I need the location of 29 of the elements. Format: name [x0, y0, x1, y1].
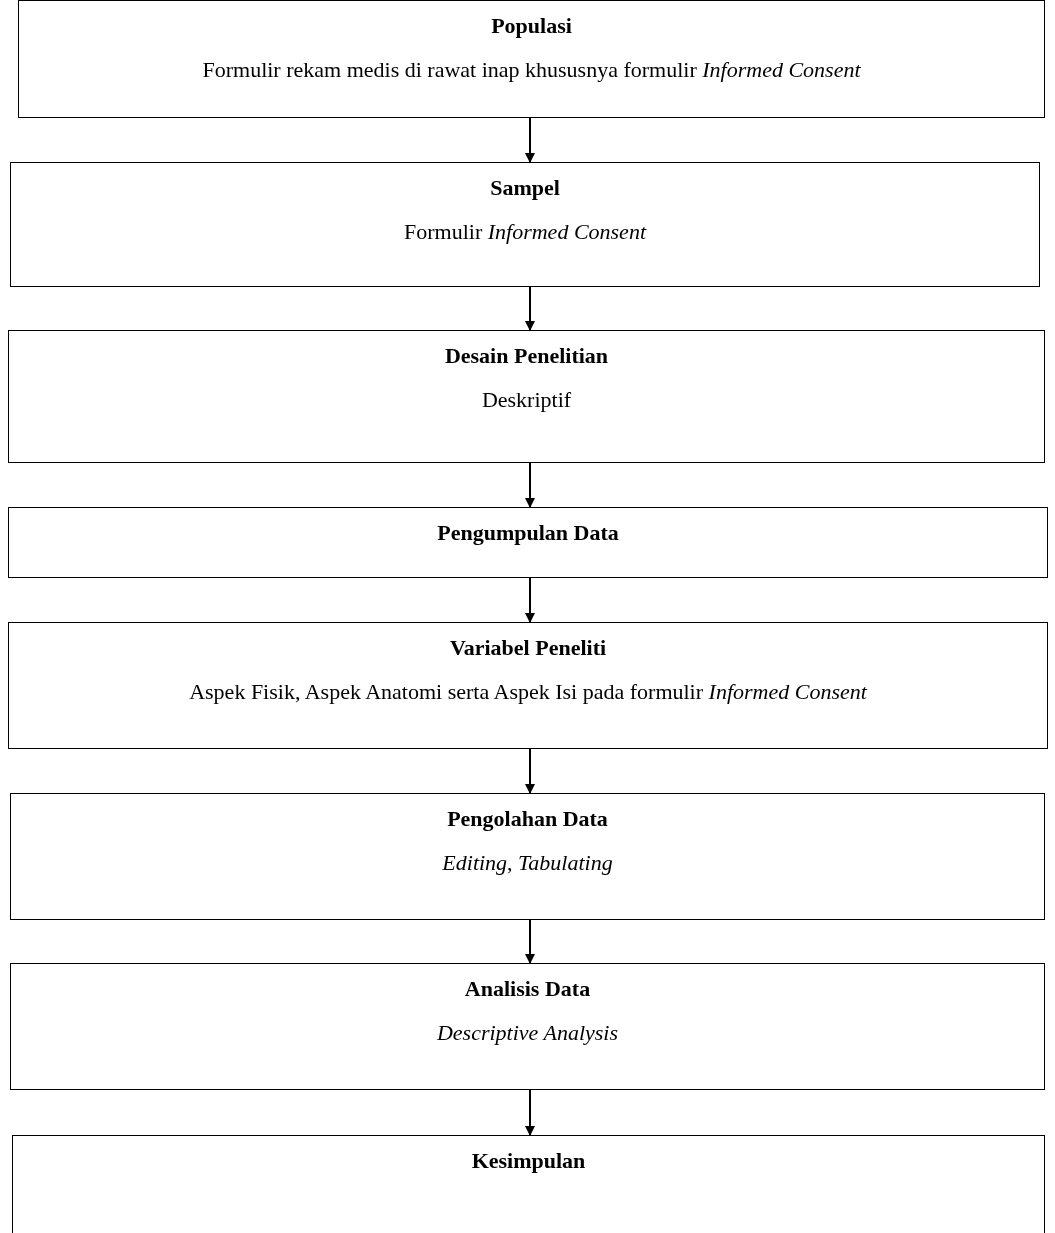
- box-heading: Kesimpulan: [470, 1148, 587, 1174]
- box-heading: Pengolahan Data: [446, 806, 609, 832]
- process-box: [8, 330, 1045, 463]
- arrow: [525, 577, 535, 623]
- process-box: [8, 507, 1048, 578]
- arrow: [525, 117, 535, 163]
- box-text: Aspek Fisik, Aspek Anatomi serta Aspek Isi pada formulir Informed Consent: [188, 679, 869, 705]
- box-text: Formulir rekam medis di rawat inap khususnya formulir Informed Consent: [201, 57, 862, 83]
- box-text: Descriptive Analysis: [435, 1020, 620, 1046]
- process-box: [10, 793, 1045, 920]
- arrow: [525, 286, 535, 331]
- box-text: Formulir Informed Consent: [403, 219, 648, 245]
- box-heading: Desain Penelitian: [443, 343, 610, 369]
- process-box: [10, 963, 1045, 1090]
- arrow: [525, 462, 535, 508]
- box-text: Deskriptif: [480, 387, 573, 413]
- process-box: [10, 162, 1040, 287]
- box-heading: Analisis Data: [463, 976, 592, 1002]
- arrow: [525, 748, 535, 794]
- arrow: [525, 919, 535, 964]
- process-box: [8, 622, 1048, 749]
- process-box: [18, 0, 1045, 118]
- process-box: [12, 1135, 1045, 1233]
- box-heading: Pengumpulan Data: [436, 520, 620, 546]
- arrow: [525, 1089, 535, 1136]
- box-heading: Populasi: [490, 13, 573, 39]
- box-heading: Variabel Peneliti: [448, 635, 608, 661]
- box-text: Editing, Tabulating: [441, 850, 614, 876]
- box-heading: Sampel: [489, 175, 561, 201]
